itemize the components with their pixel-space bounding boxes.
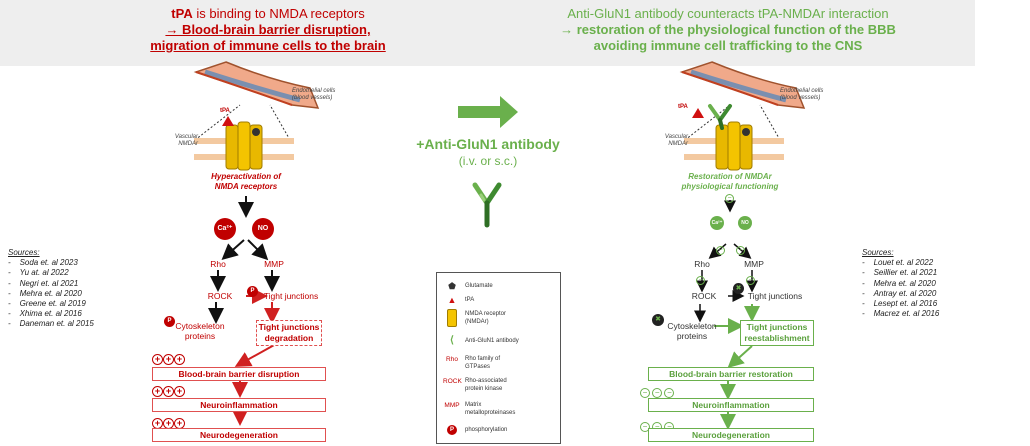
- neurodegeneration-box-left: Neurodegeneration: [152, 428, 326, 442]
- center-subtitle: (i.v. or s.c.): [458, 154, 518, 168]
- tpa-triangle-icon: ▲: [447, 295, 457, 305]
- header-band: [0, 0, 975, 66]
- antibody-right-icon: [708, 104, 732, 130]
- header-right-line2: → restoration of the physiological funct…: [560, 22, 896, 37]
- plus-row-2: +++: [152, 386, 185, 397]
- neuroinflammation-box-right: Neuroinflammation: [648, 398, 814, 412]
- tpa-label-right: tPA: [678, 104, 688, 110]
- phospho-legend-icon: P: [443, 425, 461, 435]
- minus-tj-right: −: [746, 276, 755, 285]
- header-right: Anti-GluN1 antibody counteracts tPA-NMDA…: [518, 6, 938, 54]
- sources-left-title: Sources:: [8, 248, 40, 257]
- header-left-tpa: tPA: [171, 6, 193, 21]
- minus-rock-right: −: [696, 276, 705, 285]
- minus-top-right: −: [725, 194, 734, 203]
- center-title: +Anti-GluN1 antibody: [416, 136, 560, 152]
- sources-right-item: - Mehra et. al 2020: [862, 278, 936, 288]
- plus-row-1: +++: [152, 354, 185, 365]
- nmda-receptor-right-icon: [715, 121, 753, 171]
- rho-label-right: Rho: [694, 259, 710, 269]
- rock-label-right: ROCK: [691, 291, 717, 301]
- plus-row-3: +++: [152, 418, 185, 429]
- pathway-arrows-right-green: [714, 304, 760, 430]
- tight-junctions-label-left: Tight junctions: [263, 291, 319, 301]
- blood-vessel-left-icon: [193, 61, 320, 109]
- sources-right-title: Sources:: [862, 248, 894, 257]
- no-node-left: NO: [252, 218, 274, 240]
- antibody-center-icon: [472, 182, 502, 228]
- minus-mmp-right: −: [736, 246, 745, 255]
- sources-left-item: - Greene et. al 2019: [8, 299, 86, 309]
- sources-left-item: - Mehra et. al 2020: [8, 288, 82, 298]
- tpa-left-icon: [222, 116, 234, 126]
- calcium-node-right: Ca²⁺: [710, 216, 724, 230]
- sources-right-item: - Louet et. al 2022: [862, 258, 934, 268]
- minus-rho-right: −: [716, 246, 725, 255]
- bbb-disruption-box: Blood-brain barrier disruption: [152, 367, 326, 381]
- glutamate-icon: ⬟: [448, 281, 456, 291]
- calcium-node-left: Ca²⁺: [214, 218, 236, 240]
- block-icon-tj: ✖: [733, 283, 744, 294]
- antibody-legend-icon: ⟨: [450, 335, 454, 346]
- sources-right-item: - Lesept et. al 2016: [862, 299, 938, 309]
- pathway-arrows-left: [208, 196, 280, 324]
- sources-right-item: - Antray et. al 2020: [862, 288, 937, 298]
- phospho-badge-left-2: P: [164, 316, 175, 327]
- header-left: tPA is binding to NMDA receptors → Blood…: [118, 6, 418, 54]
- sources-right-item: - Macrez et. al 2016: [862, 309, 940, 319]
- membrane-left: [194, 104, 291, 141]
- tpa-label-left: tPA: [220, 108, 230, 114]
- sources-left-item: - Yu at. al 2022: [8, 268, 69, 278]
- sources-left-item: - Daneman et. al 2015: [8, 319, 94, 329]
- mmp-label-left: MMP: [264, 259, 284, 269]
- phospho-badge-left-1: P: [247, 286, 258, 297]
- membrane-right: [684, 104, 781, 141]
- center-arrow-icon: [458, 96, 518, 128]
- sources-left-item: - Xhima et. al 2016: [8, 309, 82, 319]
- endothelial-label-right: Endothelial cells(blood vessels): [780, 88, 824, 101]
- blood-vessel-right-icon: [679, 61, 806, 109]
- bbb-restoration-box: Blood-brain barrier restoration: [648, 367, 814, 381]
- sources-left-item: - Soda et. al 2023: [8, 258, 78, 268]
- rock-label-left: ROCK: [207, 291, 233, 301]
- block-icon-cyto: ✖: [652, 314, 664, 326]
- tpa-right-icon: [692, 108, 704, 118]
- header-left-line3: migration of immune cells to the brain: [150, 38, 386, 53]
- sources-right-item: - Seillier et. al 2021: [862, 268, 938, 278]
- sources-left: Sources: - Soda et. al 2023 - Yu at. al …: [8, 248, 118, 330]
- legend-box: ⬟ Glutamate ▲ tPA NMDA receptor(NMDAr) ⟨…: [436, 272, 561, 444]
- no-node-right: NO: [738, 216, 752, 230]
- endothelial-label-left: Endothelial cells(blood vessels): [292, 88, 336, 101]
- header-right-line1: Anti-GluN1 antibody counteracts tPA-NMDA…: [567, 6, 889, 21]
- minus-row-1: − − −: [640, 388, 675, 398]
- sources-right: Sources: - Louet et. al 2022 - Seillier …: [862, 248, 972, 319]
- neuroinflammation-box-left: Neuroinflammation: [152, 398, 326, 412]
- header-left-line1: is binding to NMDA receptors: [192, 6, 365, 21]
- neurodegeneration-box-right: Neurodegeneration: [648, 428, 814, 442]
- sources-left-item: - Negri et. al 2021: [8, 278, 79, 288]
- header-left-line2: → Blood-brain barrier disruption,: [165, 22, 371, 37]
- nmda-receptor-left-icon: [225, 121, 263, 171]
- mmp-label-right: MMP: [744, 259, 764, 269]
- tight-junctions-label-right: Tight junctions: [747, 291, 803, 301]
- rho-label-left: Rho: [210, 259, 226, 269]
- nmda-receptor-legend-icon: [443, 309, 461, 327]
- header-right-line3: avoiding immune cell trafficking to the …: [593, 38, 863, 53]
